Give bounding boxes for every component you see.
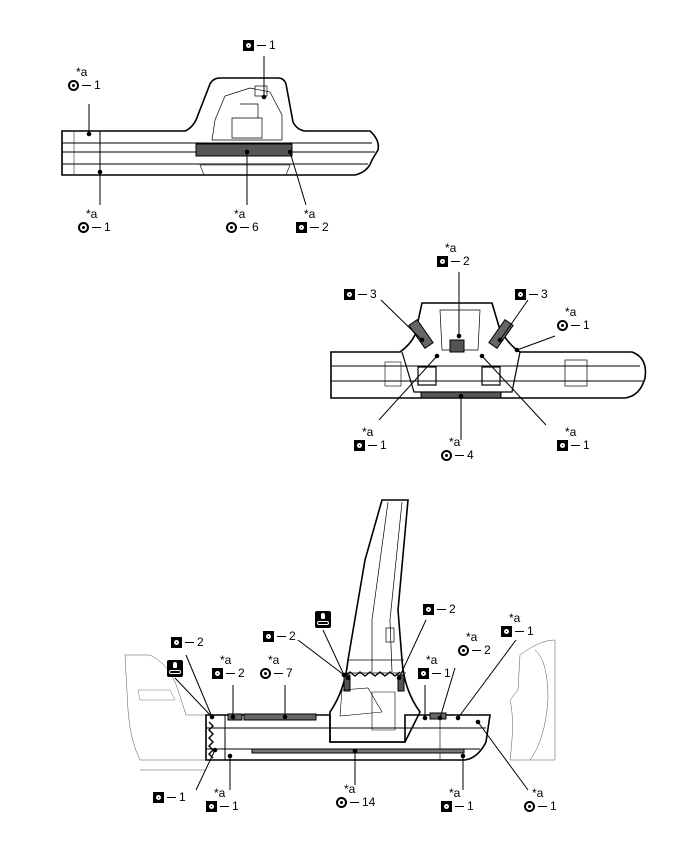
spot-weld-circle-icon: [458, 644, 469, 656]
callout-a1: 1: [243, 38, 276, 52]
callout-c1: 2: [423, 602, 456, 616]
welding-torch-icon: [315, 611, 331, 628]
spot-weld-circle-icon: [78, 221, 89, 233]
spot-weld-square-icon: [437, 255, 448, 267]
callout-c3: 2: [171, 635, 204, 649]
spot-weld-square-icon: [354, 439, 365, 451]
view-1-rocker-panel: [61, 56, 380, 206]
spot-weld-circle-icon: [226, 221, 237, 233]
spot-weld-square-icon: [153, 791, 164, 803]
spot-weld-square-icon: [212, 667, 223, 679]
spot-weld-square-icon: [243, 39, 254, 51]
spot-weld-circle-icon: [441, 449, 452, 461]
spot-weld-square-icon: [501, 625, 512, 637]
callout-c9: 1: [153, 790, 186, 804]
spot-weld-circle-icon: [68, 79, 79, 91]
spot-weld-square-icon: [206, 800, 217, 812]
spot-weld-circle-icon: [336, 796, 347, 808]
spot-weld-square-icon: [441, 800, 452, 812]
spot-weld-square-icon: [423, 603, 434, 615]
spot-weld-square-icon: [418, 667, 429, 679]
spot-weld-square-icon: [263, 630, 274, 642]
spot-weld-square-icon: [296, 221, 307, 233]
spot-weld-square-icon: [557, 439, 568, 451]
spot-weld-square-icon: [515, 288, 526, 300]
callout-c2: 2: [263, 629, 296, 643]
view-2-pillar-base: [330, 272, 647, 440]
spot-weld-circle-icon: [260, 667, 271, 679]
spot-weld-circle-icon: [524, 800, 535, 812]
spot-weld-square-icon: [171, 636, 182, 648]
view-3-side-member: [124, 499, 556, 791]
callout-b3: 3: [515, 287, 548, 301]
callout-b2: 3: [344, 287, 377, 301]
spot-weld-square-icon: [344, 288, 355, 300]
spot-weld-circle-icon: [557, 319, 568, 331]
welding-torch-icon: [167, 660, 183, 677]
